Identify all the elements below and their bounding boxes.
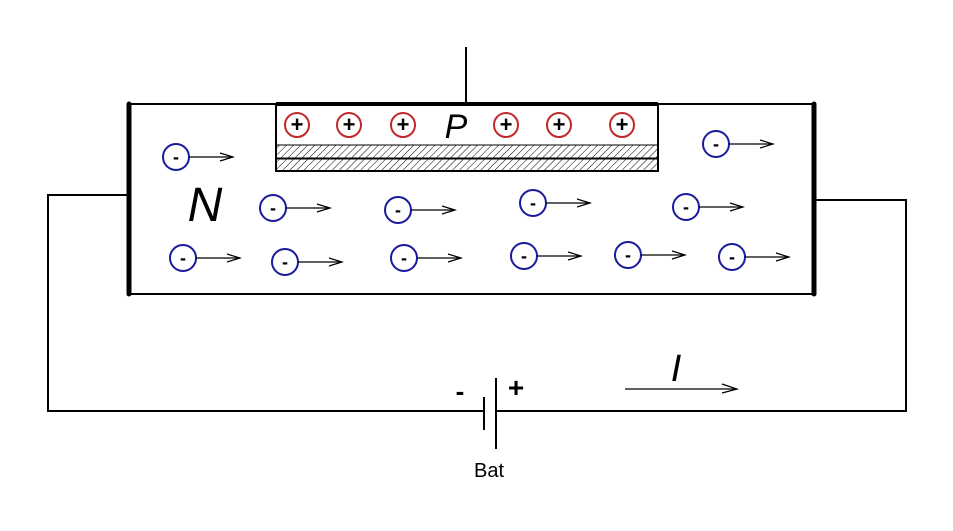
electron-arrowhead (775, 252, 792, 262)
electron-symbol: - (173, 147, 179, 167)
electron-symbol: - (270, 198, 276, 218)
electron-arrowhead (567, 251, 584, 261)
electron-arrowhead (759, 139, 776, 149)
electron-arrowhead (729, 202, 746, 212)
hole-carrier: + (546, 112, 572, 138)
electron-arrowhead (576, 198, 593, 208)
hole-carrier: + (493, 112, 519, 138)
electron-arrowhead (447, 253, 464, 263)
electron-carrier: - (384, 196, 458, 224)
electron-symbol: - (401, 248, 407, 268)
hole-symbol: + (397, 112, 410, 137)
wire-left (47, 194, 484, 412)
electrons-group: - - - - - - - - - - - - (162, 130, 792, 276)
hole-carrier: + (609, 112, 635, 138)
electron-carrier: - (672, 193, 746, 221)
battery-minus-label: - (456, 376, 465, 406)
p-region-label: P (445, 108, 468, 146)
hole-symbol: + (500, 112, 513, 137)
electron-arrowhead (671, 250, 688, 260)
current-label: I (671, 348, 682, 390)
current-indicator: I (625, 348, 740, 394)
depletion-layer-lower (275, 158, 659, 172)
electron-symbol: - (625, 245, 631, 265)
depletion-layer-upper (275, 144, 659, 159)
electron-symbol: - (282, 252, 288, 272)
wire-right (496, 199, 907, 412)
electron-symbol: - (713, 134, 719, 154)
electron-symbol: - (683, 197, 689, 217)
electron-carrier: - (519, 189, 593, 217)
current-arrowhead (721, 383, 740, 394)
electron-carrier: - (169, 244, 243, 272)
electron-arrowhead (316, 203, 333, 213)
electron-arrowhead (226, 253, 243, 263)
battery-label: Bat (474, 460, 504, 482)
electron-carrier: - (271, 248, 345, 276)
electron-symbol: - (729, 247, 735, 267)
holes-group: + + + + + + (284, 112, 635, 138)
electron-arrowhead (328, 257, 345, 267)
electron-carrier: - (259, 194, 333, 222)
electron-carrier: - (718, 243, 792, 271)
hole-carrier: + (336, 112, 362, 138)
electron-carrier: - (162, 143, 236, 171)
n-region-label: N (188, 179, 223, 232)
p-region (275, 47, 659, 172)
hole-carrier: + (284, 112, 310, 138)
electron-carrier: - (510, 242, 584, 270)
electron-carrier: - (390, 244, 464, 272)
hole-symbol: + (553, 112, 566, 137)
electron-symbol: - (530, 193, 536, 213)
electron-symbol: - (521, 246, 527, 266)
electron-symbol: - (180, 248, 186, 268)
electron-carrier: - (614, 241, 688, 269)
hole-carrier: + (390, 112, 416, 138)
electron-carrier: - (702, 130, 776, 158)
electron-arrowhead (441, 205, 458, 215)
battery: - + Bat (456, 372, 525, 482)
hole-symbol: + (616, 112, 629, 137)
electron-arrowhead (219, 152, 236, 162)
hole-symbol: + (291, 112, 304, 137)
hole-symbol: + (343, 112, 356, 137)
battery-plus-label: + (508, 372, 524, 403)
electron-symbol: - (395, 200, 401, 220)
